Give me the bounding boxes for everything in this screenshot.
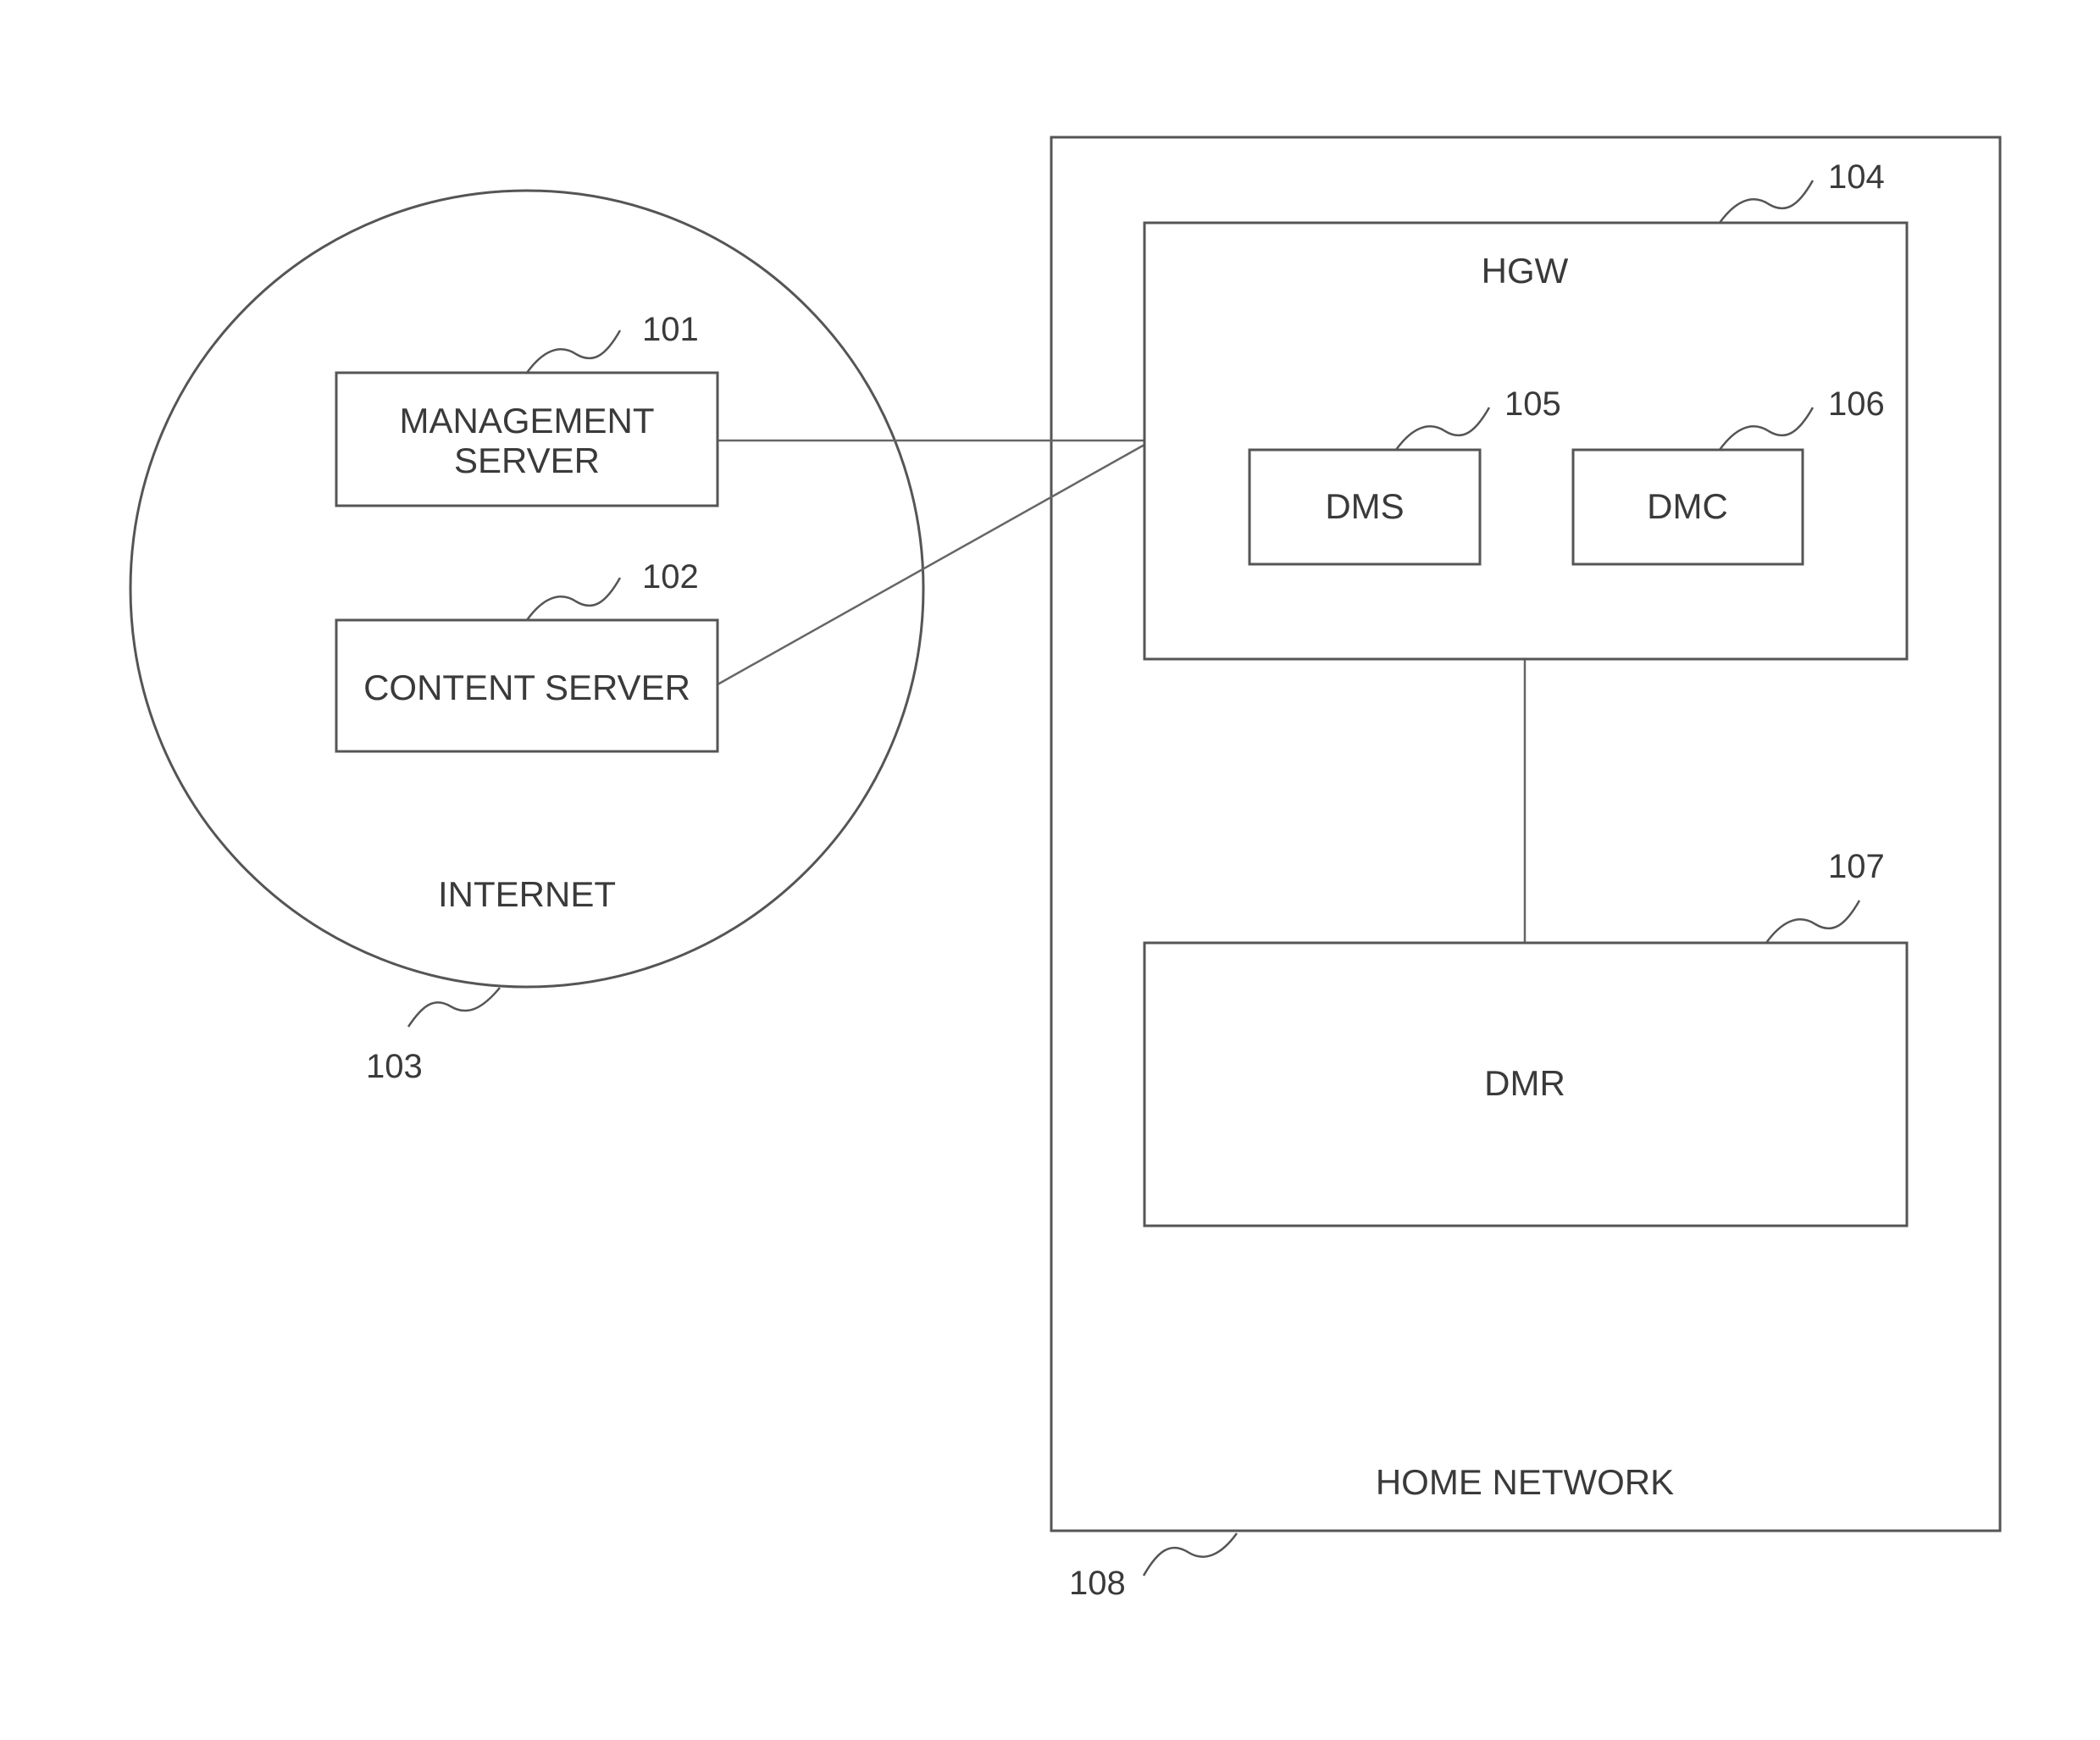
ref-104: 104 — [1828, 158, 1885, 196]
management-server-label-2: SERVER — [454, 441, 600, 480]
ref-102: 102 — [642, 558, 699, 596]
ref-107-leader — [1766, 900, 1859, 943]
ref-104-leader — [1720, 180, 1813, 223]
ref-103-leader — [408, 988, 500, 1027]
hgw-label: HGW — [1482, 251, 1569, 291]
ref-106: 106 — [1828, 385, 1885, 423]
dmc-label: DMC — [1647, 486, 1728, 526]
content-to-hgw-line — [718, 445, 1144, 684]
home-network-label: HOME NETWORK — [1376, 1462, 1674, 1502]
internet-label: INTERNET — [438, 874, 616, 914]
ref-107: 107 — [1828, 848, 1885, 885]
ref-108-leader — [1144, 1533, 1237, 1576]
dmr-label: DMR — [1484, 1063, 1565, 1103]
ref-101-leader — [527, 330, 620, 373]
dms-label: DMS — [1325, 486, 1404, 526]
ref-102-leader — [527, 578, 620, 620]
ref-103: 103 — [366, 1048, 423, 1085]
ref-101: 101 — [642, 311, 699, 348]
ref-105: 105 — [1504, 385, 1561, 423]
ref-108: 108 — [1069, 1565, 1126, 1602]
internet-circle — [130, 191, 923, 987]
management-server-label-1: MANAGEMENT — [399, 401, 654, 441]
content-server-label: CONTENT SERVER — [363, 668, 690, 707]
